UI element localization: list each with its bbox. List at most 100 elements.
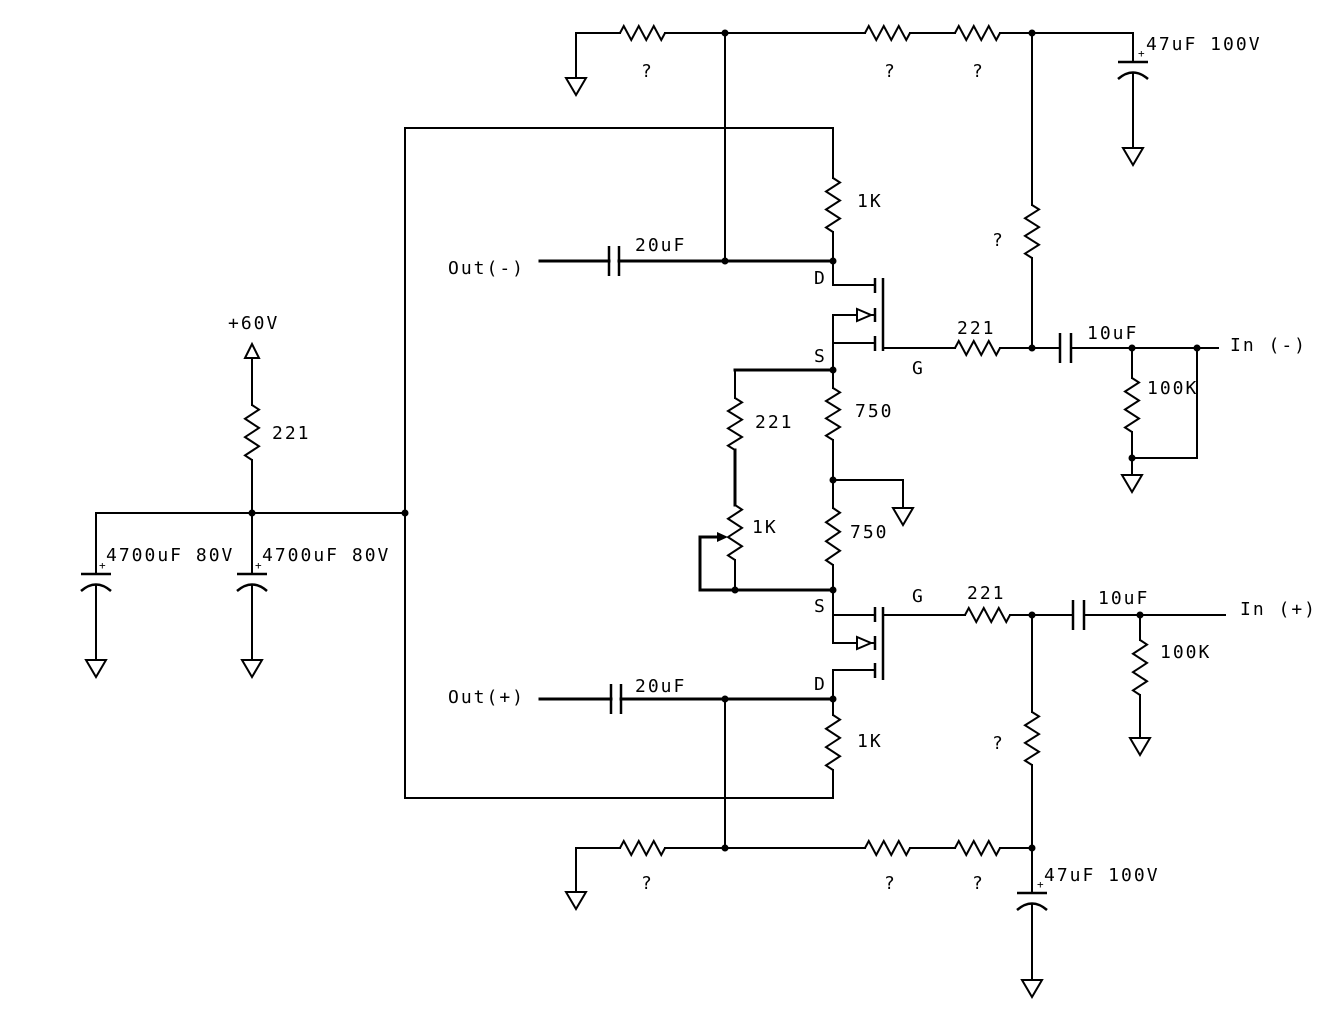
label-upper-source-pin: S	[814, 346, 827, 367]
wire-bottom-rail-3	[999, 847, 1033, 894]
ground-icon	[564, 77, 588, 97]
junction-dot	[248, 509, 256, 517]
label-bottom-divider-2: ?	[884, 873, 897, 894]
resistor-upper-gate	[954, 338, 1001, 358]
resistor-top-divider-1	[619, 23, 666, 43]
resistor-tail-upper	[824, 387, 842, 441]
junction-dot	[1128, 454, 1136, 462]
resistor-upper-drain	[824, 177, 842, 233]
label-lower-gate-resistor: 221	[967, 583, 1006, 604]
wires	[95, 32, 1226, 981]
resistors	[243, 23, 1149, 858]
label-bottom-decoupling-cap: 47uF 100V	[1044, 865, 1160, 886]
wire-tail-ground	[832, 479, 904, 509]
label-supply-dropper: 221	[272, 423, 311, 444]
junction-dot	[1128, 344, 1136, 352]
capacitor-out-minus	[607, 246, 621, 276]
resistor-upper-shunt	[1123, 377, 1141, 433]
wire-upper-body-source	[832, 314, 876, 389]
label-bottom-divider-1: ?	[641, 873, 654, 894]
wire-lower-body	[832, 614, 876, 644]
capacitors	[80, 60, 1149, 911]
label-top-divider-3: ?	[972, 61, 985, 82]
junctions	[248, 29, 1201, 852]
label-upper-output-cap: 20uF	[635, 235, 686, 256]
label-in-plus: In (+)	[1240, 599, 1317, 620]
resistor-supply-dropper	[243, 404, 261, 461]
capacitor-out-plus	[609, 684, 623, 714]
label-lower-gate-pin: G	[912, 586, 925, 607]
ground-icon	[84, 659, 108, 679]
mosfet-lower	[856, 607, 885, 680]
wire-lower-drain	[832, 669, 876, 716]
resistor-bottom-divider-3	[954, 838, 1001, 858]
mosfet-lower-arrow-icon	[856, 635, 874, 651]
label-reservoir-cap-left: 4700uF 80V	[106, 545, 234, 566]
resistor-bottom-divider-1	[619, 838, 666, 858]
label-lower-source-pin: S	[814, 596, 827, 617]
resistor-top-divider-3	[954, 23, 1001, 43]
junction-dot	[721, 844, 729, 852]
junction-dot	[829, 695, 837, 703]
ground-icon	[1120, 474, 1144, 494]
ground-icon	[564, 891, 588, 911]
label-reservoir-cap-right: 4700uF 80V	[262, 545, 390, 566]
label-lower-input-cap: 10uF	[1098, 588, 1149, 609]
capacitor-upper-input	[1058, 333, 1073, 363]
junction-dot	[829, 366, 837, 374]
junction-dot	[1028, 611, 1036, 619]
wire-upper-input-return	[1131, 347, 1198, 459]
junction-dot	[731, 586, 739, 594]
wire-upper-drain	[832, 231, 876, 286]
label-tail-resistor-lower: 750	[850, 522, 889, 543]
capacitor-top-decoupling	[1117, 60, 1149, 80]
label-polarity: +	[99, 559, 106, 572]
junction-dot	[829, 586, 837, 594]
label-out-minus: Out(-)	[448, 258, 525, 279]
junction-dot	[1136, 611, 1144, 619]
label-polarity: +	[1138, 47, 1145, 60]
junction-dot	[829, 257, 837, 265]
resistor-lower-bias	[1023, 711, 1041, 766]
junction-dot	[1028, 844, 1036, 852]
label-upper-gate-pin: G	[912, 358, 925, 379]
junction-dot	[721, 29, 729, 37]
wire-lower-source	[832, 564, 876, 616]
capacitor-lower-input	[1071, 600, 1086, 630]
resistor-lower-drain	[824, 714, 842, 771]
resistor-upper-bias	[1023, 204, 1041, 259]
junction-dot	[401, 509, 409, 517]
wire-bottom-ground-left	[575, 847, 621, 893]
junction-dot	[721, 695, 729, 703]
label-balance-resistor: 221	[755, 412, 794, 433]
resistor-top-divider-2	[864, 23, 911, 43]
label-tail-resistor-upper: 750	[855, 401, 894, 422]
label-upper-gate-resistor: 221	[957, 318, 996, 339]
potentiometer-balance	[726, 504, 744, 561]
label-lower-drain-pin: D	[814, 674, 827, 695]
label-polarity: +	[1037, 878, 1044, 891]
wire-top-ground-left	[575, 32, 621, 79]
capacitor-bottom-decoupling	[1016, 891, 1048, 911]
mosfet-upper-arrow-icon	[856, 307, 874, 323]
ground-icon	[891, 507, 915, 527]
junction-dot	[1028, 29, 1036, 37]
junction-dot	[829, 476, 837, 484]
ground-icon	[240, 659, 264, 679]
label-in-minus: In (-)	[1230, 335, 1307, 356]
grounds	[84, 77, 1152, 999]
label-upper-input-cap: 10uF	[1087, 323, 1138, 344]
pot-wiper-arrow-icon	[717, 532, 728, 542]
wire-top-rail-3	[999, 32, 1134, 63]
capacitor-reservoir-right	[236, 572, 268, 592]
junction-dot	[1028, 344, 1036, 352]
label-balance-pot: 1K	[752, 517, 778, 538]
resistor-balance	[726, 397, 744, 451]
label-out-plus: Out(+)	[448, 687, 525, 708]
mosfet-upper	[856, 278, 885, 351]
label-upper-drain-pin: D	[814, 268, 827, 289]
label-lower-output-cap: 20uF	[635, 676, 686, 697]
ground-icon	[1128, 737, 1152, 757]
ground-icon	[1121, 147, 1145, 167]
